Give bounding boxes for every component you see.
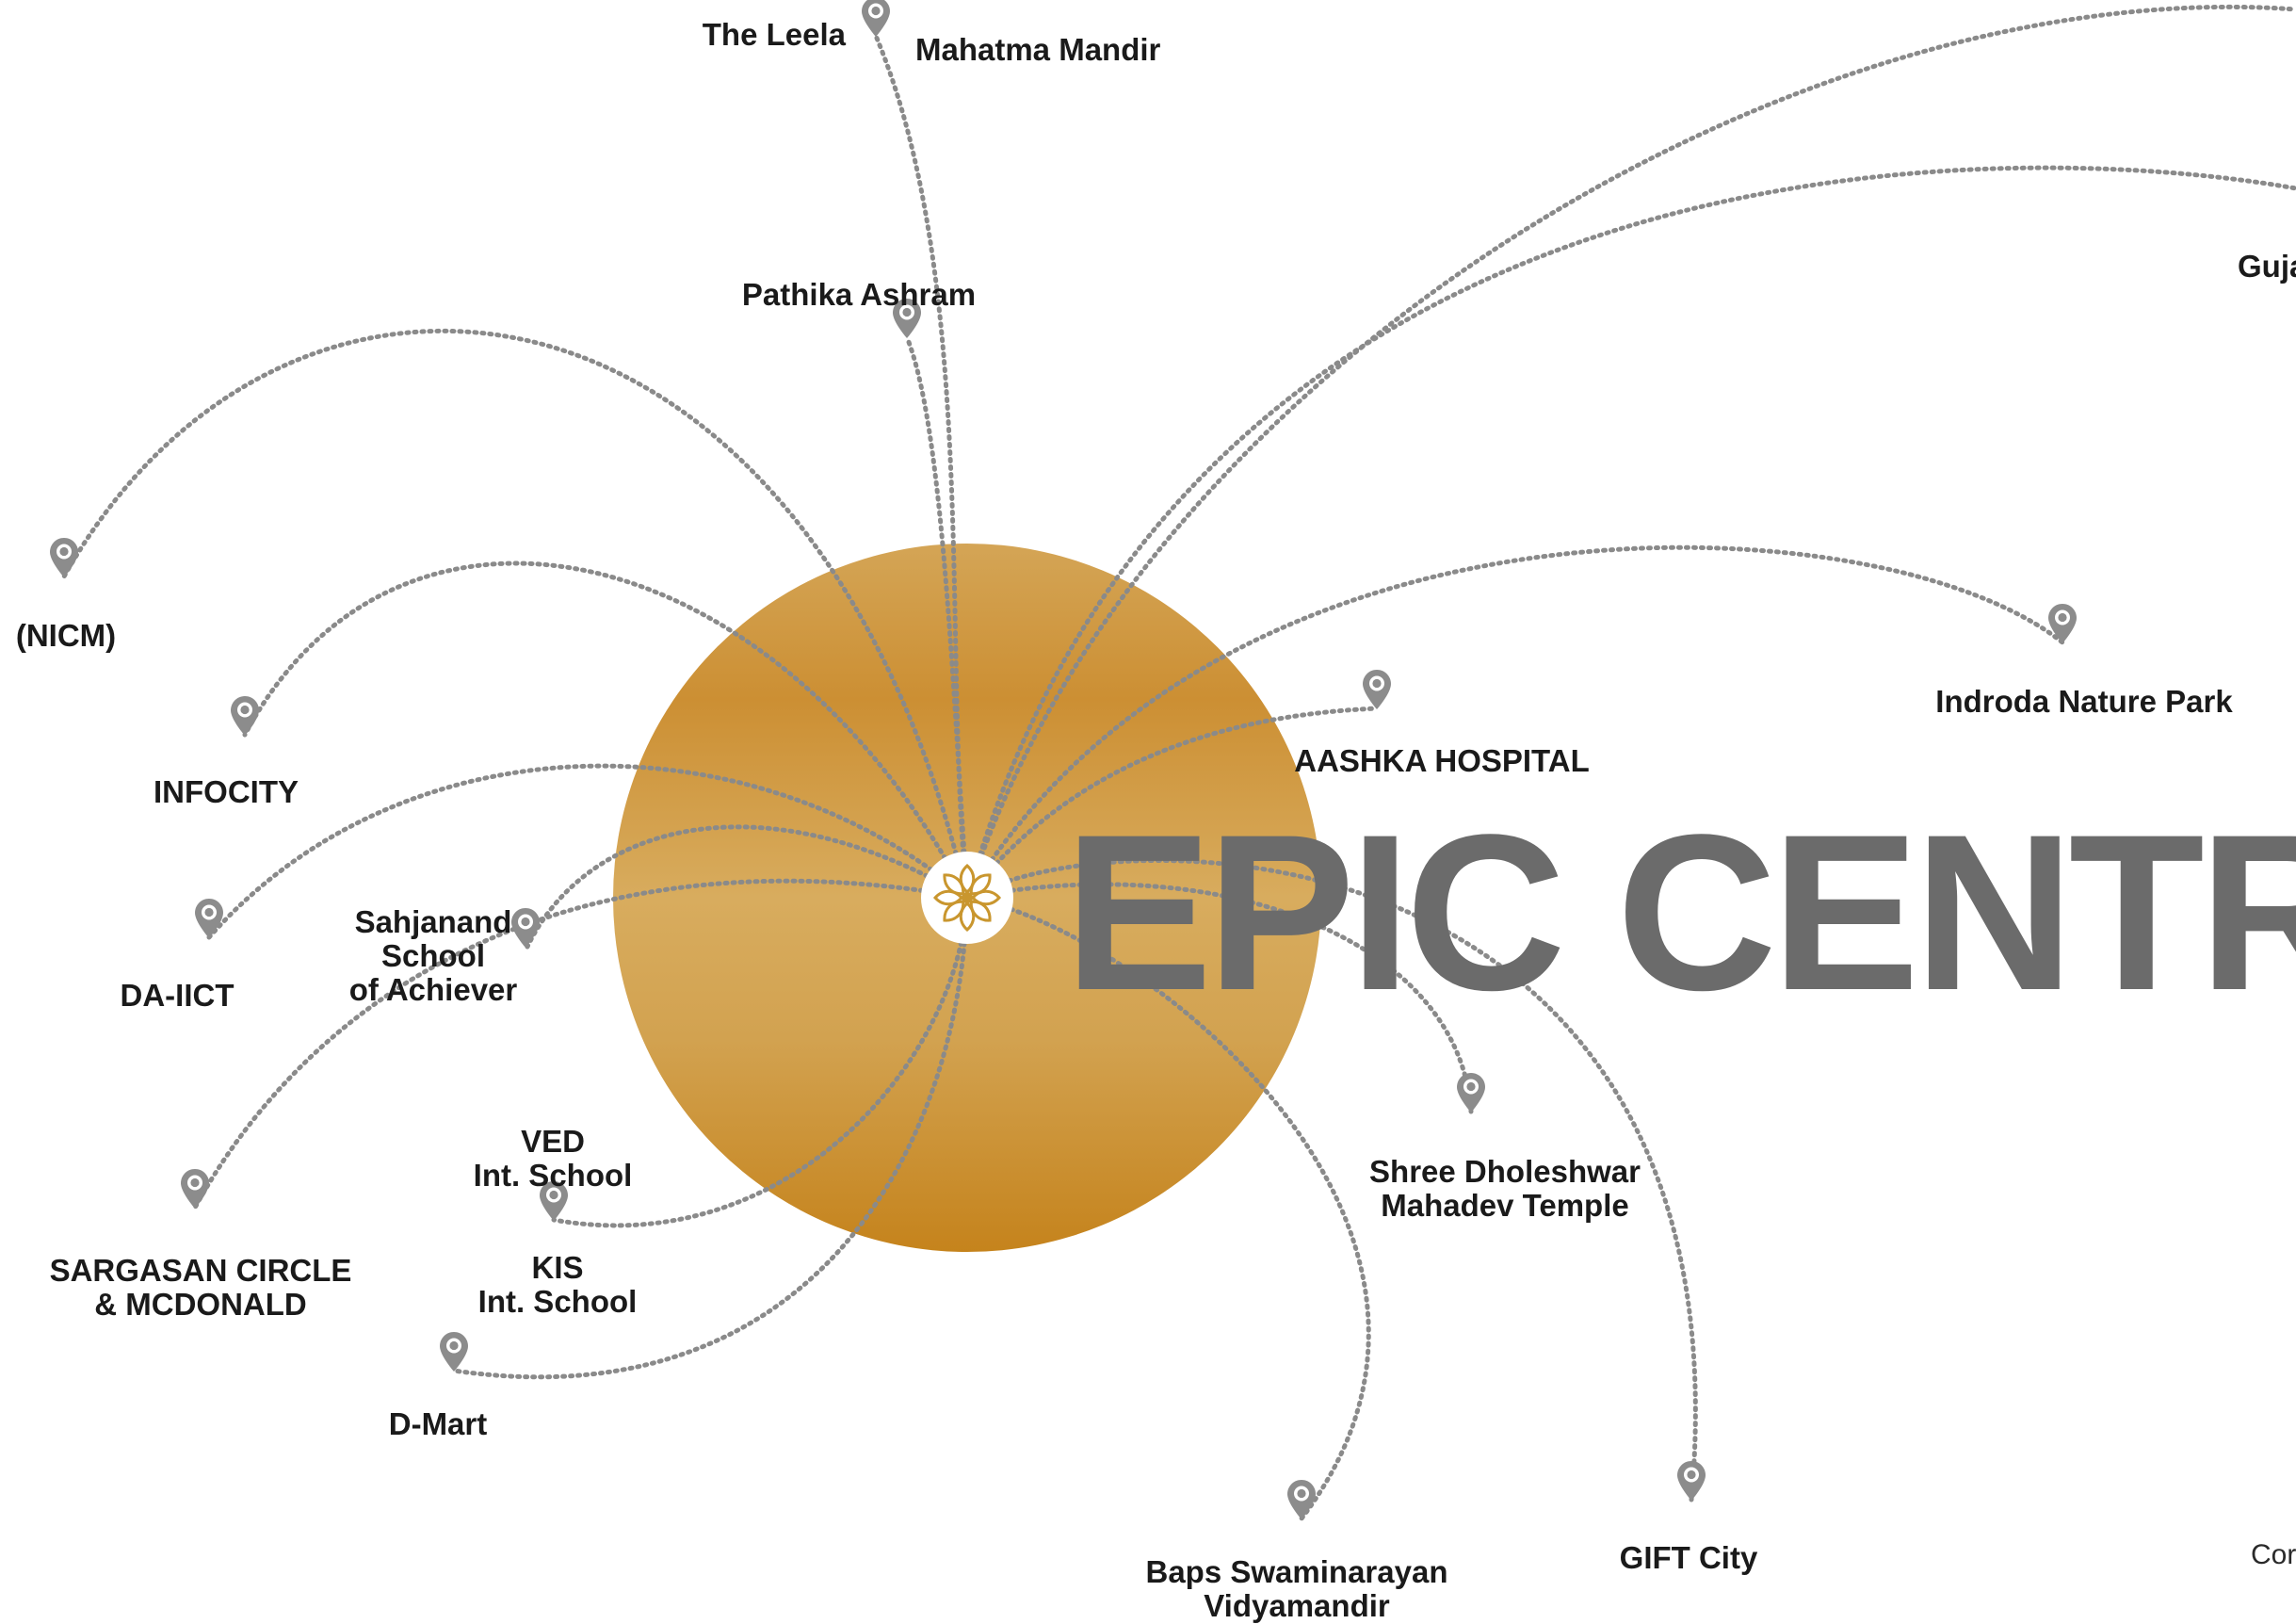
route-to-nicm xyxy=(61,328,970,901)
place-label-mahatma-mandir: Mahatma Mandir xyxy=(915,32,1161,67)
route-to-infocity xyxy=(242,560,970,901)
route-to-sargasan-circle xyxy=(192,878,970,1210)
hub-badge xyxy=(921,852,1013,944)
place-label-sargasan-circle: SARGASAN CIRCLE& MCDONALD xyxy=(50,1253,352,1322)
lotus-petal xyxy=(943,873,965,896)
place-label-line: Shree Dholeshwar xyxy=(1369,1154,1641,1189)
route-to-gift-city xyxy=(964,857,1698,1502)
map-pin-icon[interactable] xyxy=(440,1332,468,1372)
place-label-line: GIFT City xyxy=(1620,1540,1758,1575)
place-label-line: Mahatma Mandir xyxy=(915,32,1161,67)
route-to-d-mart xyxy=(451,895,970,1380)
map-pin-icon[interactable] xyxy=(2048,604,2077,643)
map-pin-icon[interactable] xyxy=(1363,670,1391,709)
place-label-da-iict: DA-IICT xyxy=(121,978,234,1013)
route-to-guja xyxy=(964,4,2296,901)
place-label-line: of Achiever xyxy=(349,972,518,1007)
route-to-baps-vidyamandir xyxy=(964,895,1371,1521)
place-label-line: Pathika Ashram xyxy=(742,277,976,312)
corner-note: Cor xyxy=(2251,1539,2296,1570)
map-pin-icon[interactable] xyxy=(1677,1461,1706,1501)
place-label-gift-city: GIFT City xyxy=(1620,1540,1758,1575)
place-label-line: & MCDONALD xyxy=(94,1287,306,1322)
place-label-line: (NICM) xyxy=(16,618,116,653)
map-pin-icon[interactable] xyxy=(862,0,890,37)
place-label-line: Vidyamandir xyxy=(1204,1588,1390,1623)
place-label-infocity: INFOCITY xyxy=(154,774,299,809)
route-to-indroda-park xyxy=(964,544,2065,901)
place-label-guja: Guja xyxy=(2238,249,2296,284)
map-pin-icon[interactable] xyxy=(231,696,259,736)
place-label-the-leela: The Leela xyxy=(703,17,847,52)
place-label-pathika-ashram: Pathika Ashram xyxy=(742,277,976,312)
map-pin-icon[interactable] xyxy=(1287,1480,1316,1519)
route-to-da-iict xyxy=(206,763,970,940)
place-label-line: INFOCITY xyxy=(154,774,299,809)
place-label-line: Int. School xyxy=(478,1284,638,1319)
route-to-aashka-hospital xyxy=(964,706,1380,901)
project-title: EPIC CENTRE xyxy=(1064,788,2296,1037)
place-label-d-mart: D-Mart xyxy=(389,1406,488,1441)
place-label-line: Baps Swaminarayan xyxy=(1146,1554,1448,1589)
place-label-line: SARGASAN CIRCLE xyxy=(50,1253,352,1288)
place-label-line: VED xyxy=(521,1124,585,1159)
map-pin-icon[interactable] xyxy=(50,538,78,577)
place-label-line: Int. School xyxy=(474,1158,633,1193)
map-pin-icon[interactable] xyxy=(195,899,223,938)
route-to-guja xyxy=(964,165,2296,901)
place-label-line: Indroda Nature Park xyxy=(1935,684,2233,719)
place-label-line: DA-IICT xyxy=(121,978,234,1013)
place-label-aashka-hospital: AASHKA HOSPITAL xyxy=(1294,743,1590,778)
route-lines xyxy=(61,4,2296,1521)
lotus-flower-icon xyxy=(932,863,1002,933)
place-label-nicm: (NICM) xyxy=(16,618,116,653)
place-label-line: Sahjanand xyxy=(355,904,512,939)
place-label-line: School xyxy=(381,938,485,973)
place-label-line: D-Mart xyxy=(389,1406,488,1441)
map-pin-icon[interactable] xyxy=(181,1169,209,1209)
place-label-indroda-park: Indroda Nature Park xyxy=(1935,684,2233,719)
map-pin-icon[interactable] xyxy=(511,908,540,948)
place-label-line: Mahadev Temple xyxy=(1381,1188,1628,1223)
route-to-sahjanand-school xyxy=(525,824,970,950)
place-label-line: The Leela xyxy=(703,17,847,52)
map-pin-icon[interactable] xyxy=(1457,1073,1485,1112)
place-label-line: AASHKA HOSPITAL xyxy=(1294,743,1590,778)
route-to-dholeshwar-temple xyxy=(964,882,1474,1114)
place-label-line: Guja xyxy=(2238,249,2296,284)
route-to-pathika-ashram xyxy=(904,334,970,901)
place-label-line: KIS xyxy=(531,1250,583,1285)
route-to-ved-school xyxy=(551,895,970,1228)
